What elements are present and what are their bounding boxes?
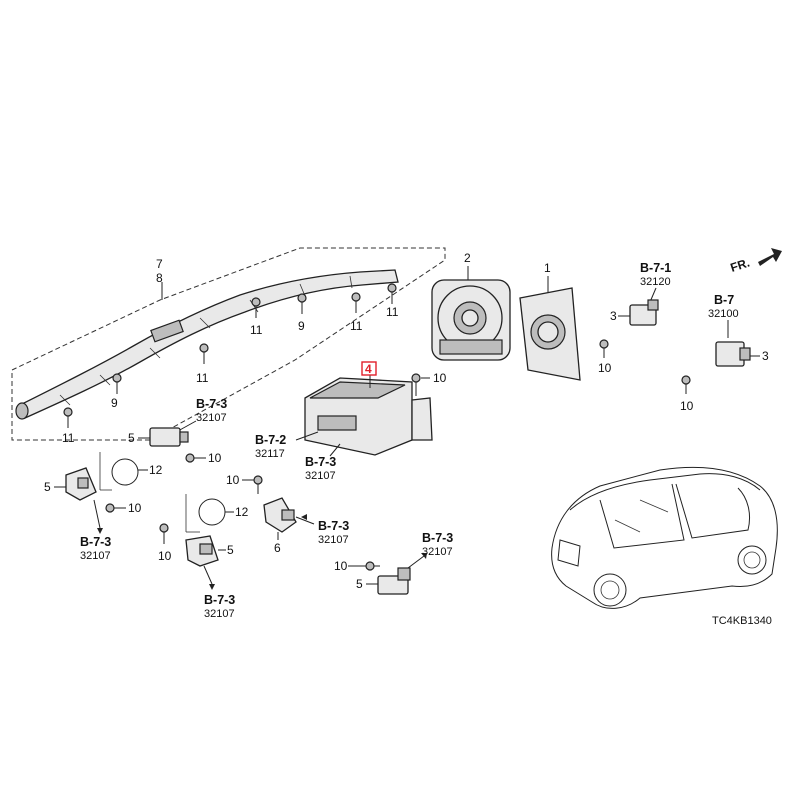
- o-ring-icon: [198, 498, 226, 526]
- callout-10: 10: [598, 361, 612, 375]
- callout-10: 10: [158, 549, 172, 563]
- o-ring-icon: [111, 458, 139, 486]
- callout-11: 11: [62, 431, 75, 445]
- curtain-airbag[interactable]: [19, 269, 399, 419]
- ref-section: B-7-3: [318, 519, 349, 533]
- ref-section: B-7-3: [422, 531, 453, 545]
- direction-label: FR.: [729, 256, 752, 275]
- callout-10: 10: [208, 451, 222, 465]
- callout-11: 11: [196, 371, 209, 385]
- callout-11: 11: [250, 323, 263, 337]
- callout-6: 6: [274, 541, 281, 555]
- callout-3: 3: [610, 309, 617, 323]
- highlight-callout-box[interactable]: [361, 361, 377, 376]
- callout-8: 8: [156, 271, 163, 285]
- bolt-icon[interactable]: [351, 292, 361, 313]
- impact-sensor[interactable]: [185, 535, 219, 567]
- front-impact-sensor[interactable]: [65, 467, 97, 501]
- ref-code: 32100: [708, 308, 739, 320]
- satellite-sensor[interactable]: [715, 341, 751, 367]
- ref-section: B-7-1: [640, 261, 671, 275]
- ref-code: 32107: [318, 534, 349, 546]
- callout-9: 9: [298, 319, 305, 333]
- callout-2: 2: [464, 251, 471, 265]
- impact-sensor[interactable]: [377, 567, 411, 595]
- ref-code: 32107: [80, 550, 111, 562]
- ref-code: 32107: [196, 412, 227, 424]
- ref-code: 32107: [204, 608, 235, 620]
- bolt-icon[interactable]: [159, 523, 169, 544]
- callout-9: 9: [111, 396, 118, 410]
- bolt-icon[interactable]: [105, 503, 126, 513]
- bolt-icon[interactable]: [297, 293, 307, 314]
- ref-code: 32117: [255, 448, 285, 460]
- ref-section: B-7-3: [196, 397, 227, 411]
- ref-section: B-7: [714, 293, 734, 307]
- callout-10: 10: [680, 399, 694, 413]
- ref-code: 32120: [640, 276, 671, 288]
- cable-reel[interactable]: 2: [431, 251, 511, 361]
- bolt-icon[interactable]: [599, 339, 609, 358]
- callout-1: 1: [544, 261, 551, 275]
- callout-5: 5: [128, 431, 135, 445]
- curtain-airbag-group: 7 8 11 9 11 11 9 11 11: [11, 247, 446, 445]
- vehicle-illustration: [551, 466, 778, 609]
- cable-reel-bracket[interactable]: 1: [519, 261, 581, 381]
- callout-11: 11: [350, 319, 363, 333]
- impact-sensor[interactable]: [149, 427, 189, 447]
- ref-code: 32107: [422, 546, 453, 558]
- callout-5: 5: [356, 577, 363, 591]
- bolt-icon[interactable]: [199, 343, 209, 364]
- bolt-icon[interactable]: [411, 373, 421, 396]
- srs-unit[interactable]: 4: [304, 361, 433, 456]
- bolt-icon[interactable]: [681, 375, 691, 394]
- ref-section: B-7-3: [204, 593, 235, 607]
- ref-section: B-7-3: [305, 455, 336, 469]
- diagram-code: TC4KB1340: [712, 615, 772, 627]
- callout-10: 10: [433, 371, 447, 385]
- callout-5: 5: [227, 543, 234, 557]
- callout-10: 10: [334, 559, 348, 573]
- callout-10: 10: [128, 501, 142, 515]
- callout-3: 3: [762, 349, 769, 363]
- callout-12: 12: [149, 463, 163, 477]
- front-direction-arrow: FR.: [729, 248, 782, 275]
- bolt-icon[interactable]: [251, 297, 261, 318]
- bolt-icon[interactable]: [365, 561, 380, 571]
- callout-5: 5: [44, 480, 51, 494]
- bolt-icon[interactable]: [185, 453, 206, 463]
- callout-12: 12: [235, 505, 249, 519]
- callout-10: 10: [226, 473, 240, 487]
- callout-4-highlight: 4: [365, 362, 372, 376]
- callout-7: 7: [156, 257, 163, 271]
- satellite-sensor[interactable]: [629, 299, 659, 326]
- ref-section: B-7-3: [80, 535, 111, 549]
- callout-11: 11: [386, 305, 399, 319]
- bolt-icon[interactable]: [112, 373, 122, 394]
- side-impact-sensor[interactable]: [263, 497, 297, 533]
- bolt-icon[interactable]: [387, 283, 397, 304]
- bolt-icon[interactable]: [63, 407, 73, 428]
- ref-section: B-7-2: [255, 433, 286, 447]
- ref-code: 32107: [305, 470, 336, 482]
- bolt-icon[interactable]: [253, 475, 263, 494]
